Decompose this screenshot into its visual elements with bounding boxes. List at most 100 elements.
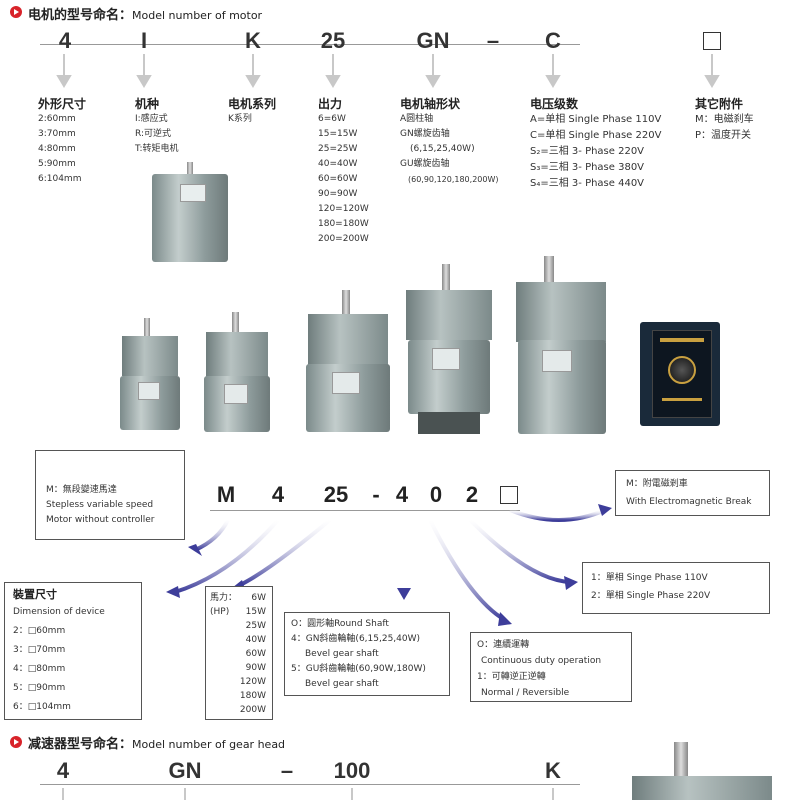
col-line: 5:90mm: [38, 159, 76, 169]
speed-code-baseline: [210, 510, 520, 511]
box-line: 2：□60mm: [13, 626, 66, 636]
box-power: 馬力： (HP) 6W 15W 25W 40W 60W 90W 120W 180…: [205, 586, 273, 720]
box-line: 6：□104mm: [13, 702, 71, 712]
box-stepless: M：無段變速馬達 Stepless variable speed Motor w…: [35, 450, 185, 540]
box-line: 1：單相 Singe Phase 110V: [591, 573, 708, 583]
speed-brake-box-icon: [500, 486, 518, 504]
col-heading: 电机系列: [228, 97, 277, 111]
motor-image-1: [116, 318, 184, 430]
col-line: 40=40W: [318, 159, 358, 169]
col-shaft: 电机轴形状 A圆柱轴 GN螺旋齿轴 (6,15,25,40W) GU螺旋齿轴 (…: [400, 95, 499, 187]
motor-code-voltage: C: [545, 28, 561, 53]
box-line: Motor without controller: [46, 515, 155, 525]
box-line: 4：□80mm: [13, 664, 66, 674]
speed-code-phase: 2: [465, 482, 479, 507]
box-line: Continuous duty operation: [481, 656, 602, 666]
col-line: 90=90W: [318, 189, 358, 199]
gear-code-arrows: [62, 788, 554, 800]
motor-code-dash: –: [486, 28, 500, 53]
col-line: P：温度开关: [695, 130, 752, 141]
col-line: 4:80mm: [38, 144, 76, 154]
box-line: 3：□70mm: [13, 645, 66, 655]
col-heading: 电压级数: [530, 97, 579, 111]
col-power: 出力 6=6W 15=15W 25=25W 40=40W 60=60W 90=9…: [318, 95, 369, 247]
motor-image-small: [150, 162, 230, 262]
box-heading: 裝置尺寸: [13, 588, 57, 601]
motor-image-3: [302, 290, 394, 432]
col-line: A=单相 Single Phase 110V: [530, 114, 662, 125]
col-line: 25=25W: [318, 144, 358, 154]
power-value: 200W: [239, 705, 266, 715]
box-line: O：連續運轉: [477, 640, 530, 650]
col-line: (60,90,120,180,200W): [408, 175, 499, 184]
speed-code-power: 25: [323, 482, 349, 507]
title-en: Model number of motor: [132, 9, 263, 22]
power-value: 180W: [239, 691, 266, 701]
gear-code-dash: –: [280, 758, 294, 783]
gear-code-ratio: 100: [333, 758, 371, 783]
motor-code-series: K: [245, 28, 261, 53]
code-baseline: [40, 44, 580, 45]
box-duty: O：連續運轉 Continuous duty operation 1：可轉逆正逆…: [470, 632, 632, 702]
col-type: 机种 I:感应式 R:可逆式 T:转矩电机: [135, 95, 179, 157]
box-line: Bevel gear shaft: [305, 649, 379, 659]
motor-section-title: 电机的型号命名：Model number of motor: [28, 4, 262, 23]
col-line: K系列: [228, 114, 252, 124]
motor-code-type: I: [140, 28, 148, 53]
accessory-box-icon: [703, 32, 721, 50]
power-value: 15W: [245, 607, 266, 617]
box-line: 5：GU斜齒輪軸(60,90W,180W): [291, 664, 426, 674]
col-line: 200=200W: [318, 234, 369, 244]
motor-code-power: 25: [320, 28, 346, 53]
speed-code-size: 4: [271, 482, 285, 507]
box-line: Stepless variable speed: [46, 500, 154, 510]
col-line: 180=180W: [318, 219, 369, 229]
power-value: 40W: [245, 635, 266, 645]
col-line: T:转矩电机: [135, 144, 179, 154]
col-heading: 机种: [135, 97, 160, 111]
box-brake: M：附電磁剎車 With Electromagnetic Break: [615, 470, 770, 516]
motor-code-size: 4: [58, 28, 72, 53]
col-line: GU螺旋齿轴: [400, 159, 450, 169]
section-bullet-icon: [10, 6, 22, 18]
col-line: 120=120W: [318, 204, 369, 214]
col-line: 3:70mm: [38, 129, 76, 139]
motor-image-4: [404, 264, 494, 434]
title-cn: 减速器型号命名：: [28, 737, 133, 752]
motor-image-2: [200, 312, 274, 432]
power-label: 馬力：: [210, 593, 238, 603]
col-accessory: 其它附件 M：电磁刹车 P：温度开关: [695, 95, 754, 144]
speed-code-dash: -: [372, 482, 380, 507]
col-line: C=单相 Single Phase 220V: [530, 130, 662, 141]
box-size: 裝置尺寸 Dimension of device 2：□60mm 3：□70mm…: [4, 582, 142, 720]
gear-code-k: K: [545, 758, 561, 783]
gear-head-image: [622, 742, 772, 800]
col-line: I:感应式: [135, 114, 168, 124]
power-value: 90W: [245, 663, 266, 673]
col-heading: 外形尺寸: [38, 97, 87, 111]
power-value: 60W: [245, 649, 266, 659]
box-line: Bevel gear shaft: [305, 679, 379, 689]
col-line: 60=60W: [318, 174, 358, 184]
section-bullet-icon: [10, 736, 22, 748]
col-line: 6=6W: [318, 114, 346, 124]
col-line: S₂=三相 3- Phase 220V: [530, 146, 645, 157]
col-line: S₄=三相 3- Phase 440V: [530, 178, 645, 189]
box-line: 5：□90mm: [13, 683, 66, 693]
col-line: S₃=三相 3- Phase 380V: [530, 162, 645, 173]
col-line: 2:60mm: [38, 114, 76, 124]
col-line: 15=15W: [318, 129, 358, 139]
power-value: 25W: [245, 621, 266, 631]
box-line: With Electromagnetic Break: [626, 497, 752, 507]
title-cn: 电机的型号命名：: [28, 8, 133, 23]
speed-code-shaft: 4: [395, 482, 409, 507]
col-size: 外形尺寸 2:60mm 3:70mm 4:80mm 5:90mm 6:104mm: [38, 95, 86, 187]
col-line: R:可逆式: [135, 129, 172, 139]
box-line: M：附電磁剎車: [626, 479, 688, 489]
motor-code-arrows: [56, 54, 720, 88]
box-shaft: O：圓形軸Round Shaft 4：GN斜齒輪軸(6,15,25,40W) B…: [284, 612, 450, 696]
speed-controller-image: [640, 322, 720, 426]
power-values: 6W 15W 25W 40W 60W 90W 120W 180W 200W: [234, 591, 266, 717]
gear-section-title: 减速器型号命名：Model number of gear head: [28, 733, 285, 752]
motor-code-shaft: GN: [416, 28, 450, 53]
